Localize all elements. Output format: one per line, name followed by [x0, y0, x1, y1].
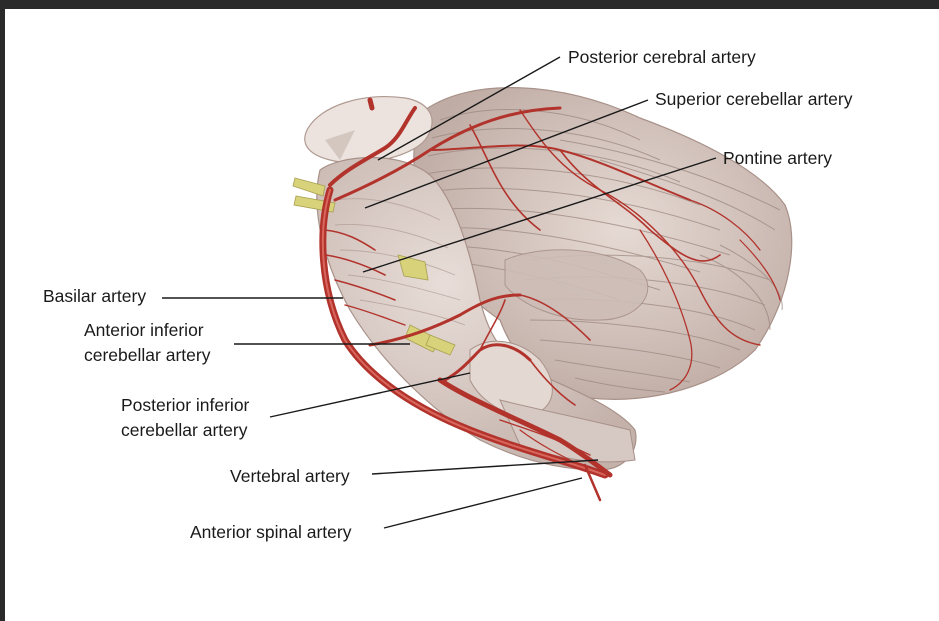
- window-frame-left: [0, 0, 5, 621]
- leader-anterior-spinal: [383, 477, 583, 529]
- label-pica-line1: Posterior inferior: [121, 395, 250, 415]
- leader-lines: [162, 56, 717, 529]
- label-anterior-spinal-artery: Anterior spinal artery: [190, 522, 352, 542]
- brainstem: [316, 156, 637, 471]
- label-superior-cerebellar-artery: Superior cerebellar artery: [655, 89, 853, 109]
- label-pica-line2: cerebellar artery: [121, 420, 248, 440]
- leader-pica: [269, 372, 471, 418]
- label-vertebral-artery: Vertebral artery: [230, 466, 350, 486]
- midbrain-cut-surface: [304, 95, 433, 164]
- window-frame-top: [0, 0, 939, 9]
- arteries: [319, 97, 781, 502]
- leader-vertebral: [371, 459, 599, 475]
- leader-posterior-cerebral: [377, 56, 561, 161]
- leader-pontine: [362, 157, 717, 273]
- label-pontine-artery: Pontine artery: [723, 148, 832, 168]
- label-aica-line2: cerebellar artery: [84, 345, 211, 365]
- leader-superior-cerebellar: [364, 99, 649, 209]
- label-posterior-cerebral-artery: Posterior cerebral artery: [568, 47, 756, 67]
- label-aica-line1: Anterior inferior: [84, 320, 204, 340]
- pons-fibers: [334, 198, 466, 326]
- label-basilar-artery: Basilar artery: [43, 286, 147, 306]
